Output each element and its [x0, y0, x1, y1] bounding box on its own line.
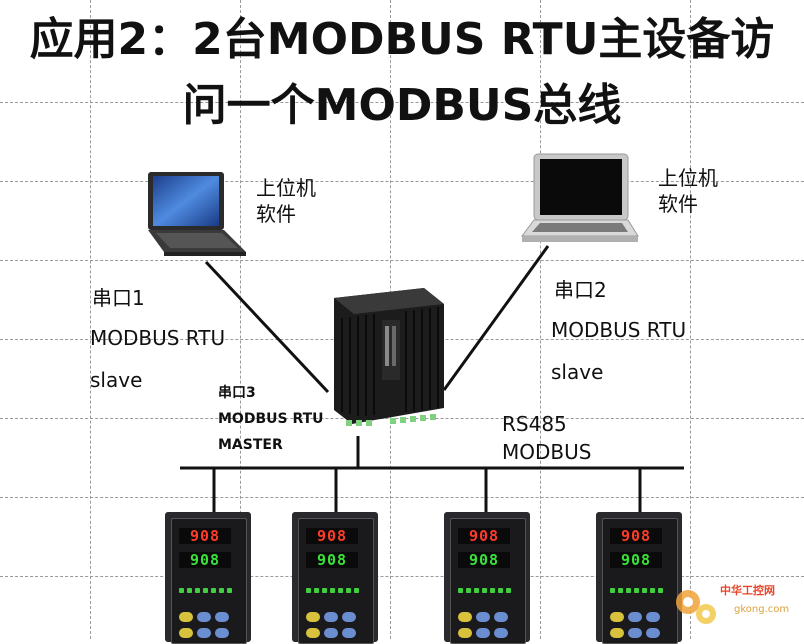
port2-protocol: MODBUS RTU	[551, 318, 687, 342]
laptop-right	[521, 153, 639, 242]
port3-role: MASTER	[218, 437, 283, 453]
watermark-logo: 中华工控网 gkong.com	[668, 574, 798, 634]
controller-3-sv-display: 908	[458, 552, 510, 568]
laptop-left	[148, 172, 246, 256]
controller-4-sv-display: 908	[610, 552, 662, 568]
watermark-domain: gkong.com	[734, 604, 790, 615]
gateway-device	[334, 288, 444, 426]
controller-3-leds	[458, 588, 514, 594]
controller-4: 908 908	[596, 512, 682, 644]
port3-protocol: MODBUS RTU	[218, 411, 324, 427]
controller-2-pv-display: 908	[306, 528, 358, 544]
port1-protocol: MODBUS RTU	[90, 326, 226, 350]
title-line-1: 应用2：2台MODBUS RTU主设备访	[29, 14, 775, 65]
controller-2-leds	[306, 588, 362, 594]
controller-4-pv-display: 908	[610, 528, 662, 544]
controller-2: 908 908	[292, 512, 378, 644]
controller-2-sv-display: 908	[306, 552, 358, 568]
controller-3: 908 908	[444, 512, 530, 644]
title-line-2: 问一个MODBUS总线	[182, 80, 622, 131]
link-left-host	[204, 260, 330, 394]
controller-3-pv-display: 908	[458, 528, 510, 544]
bus-protocol: MODBUS	[502, 440, 592, 464]
port1-role: slave	[90, 368, 143, 392]
host-left-label-1: 上位机	[256, 176, 316, 200]
host-right-label-1: 上位机	[658, 166, 718, 190]
port2-name: 串口2	[554, 278, 607, 302]
host-right-label-2: 软件	[658, 192, 698, 216]
host-left-label-2: 软件	[256, 202, 296, 226]
watermark-brand: 中华工控网	[720, 584, 775, 597]
port2-role: slave	[551, 360, 604, 384]
controller-1: 908 908	[165, 512, 251, 644]
controller-1-sv-display: 908	[179, 552, 231, 568]
gear-icon	[676, 590, 716, 624]
controller-1-leds	[179, 588, 235, 594]
controller-4-leds	[610, 588, 666, 594]
link-right-host	[442, 245, 550, 391]
bus-name: RS485	[502, 412, 567, 436]
port3-name: 串口3	[218, 385, 256, 401]
controller-1-key	[179, 612, 193, 622]
controller-1-pv-display: 908	[179, 528, 231, 544]
port1-name: 串口1	[92, 286, 145, 310]
